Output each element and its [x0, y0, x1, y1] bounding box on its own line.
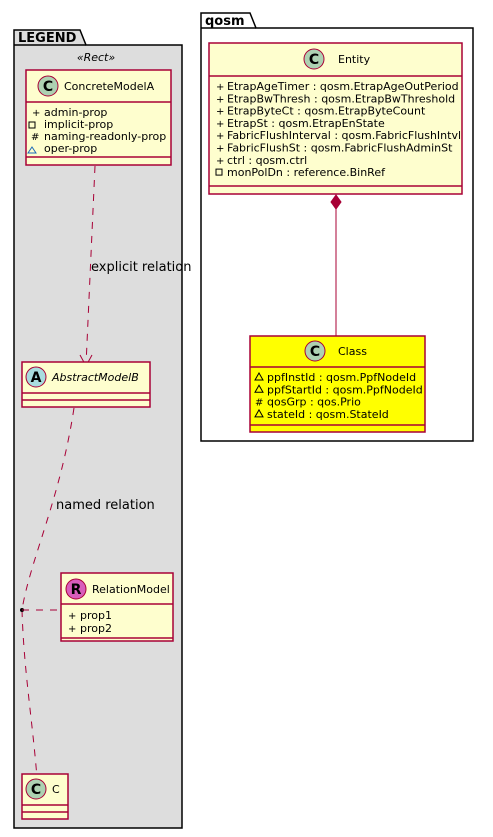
qosm-package-label: qosm — [205, 14, 245, 29]
attribute-row: EtrapByteCt : qosm.EtrapByteCount — [227, 105, 426, 118]
concrete-model-a-class[interactable]: C ConcreteModelA + admin-prop implicit-p… — [25, 69, 172, 166]
composition-edge — [330, 194, 342, 336]
attribute-row: ppfStartId : qosm.PpfNodeId — [267, 383, 423, 396]
class-c-icon — [37, 75, 59, 97]
visibility-icon: + — [216, 156, 224, 167]
attr-visibility: # — [31, 132, 39, 143]
c-class[interactable]: C C — [21, 773, 69, 820]
visibility-icon: + — [216, 107, 224, 118]
private-visibility-icon — [28, 121, 36, 129]
visibility-icon: + — [216, 119, 224, 130]
attr-prop2: prop2 — [80, 622, 112, 635]
visibility-icon: + — [216, 144, 224, 155]
visibility-icon: + — [216, 131, 224, 142]
attribute-row: EtrapBwThresh : qosm.EtrapBwThreshold — [227, 92, 455, 105]
attribute-row: qosGrp : qos.Prio — [267, 396, 361, 409]
attr-oper-prop: oper-prop — [44, 142, 97, 155]
attr-prop1: prop1 — [80, 609, 112, 622]
class-c-icon — [25, 778, 47, 800]
concrete-model-a-icon-letter: C — [43, 79, 53, 95]
explicit-relation-label: explicit relation — [91, 260, 191, 275]
c-class-name: C — [52, 783, 60, 796]
legend-stereotype: «Rect» — [77, 51, 116, 64]
attr-visibility: + — [32, 108, 40, 119]
attribute-row: EtrapAgeTimer : qosm.EtrapAgeOutPeriod — [227, 80, 459, 93]
visibility-icon: + — [216, 82, 224, 93]
attribute-row: ctrl : qosm.ctrl — [227, 154, 307, 167]
visibility-icon: # — [255, 398, 263, 409]
abstract-model-b-class[interactable]: A AbstractModelB — [21, 361, 151, 408]
visibility-icon — [215, 168, 223, 176]
attribute-row: ppfInstId : qosm.PpfNodeId — [267, 371, 416, 384]
relation-model-icon-letter: R — [71, 582, 82, 598]
attribute-row: monPolDn : reference.BinRef — [227, 166, 386, 179]
legend-package-label: LEGEND — [18, 31, 77, 46]
relation-class-icon — [65, 578, 87, 600]
attr-admin-prop: admin-prop — [44, 106, 107, 119]
attribute-row: FabricFlushInterval : qosm.FabricFlushIn… — [227, 129, 461, 142]
attr-implicit-prop: implicit-prop — [44, 118, 113, 131]
c-icon-letter: C — [31, 782, 41, 798]
class-c-icon — [304, 340, 326, 362]
visibility-icon — [254, 384, 264, 393]
attribute-row: stateId : qosm.StateId — [267, 408, 389, 421]
composition-diamond-icon — [330, 194, 342, 210]
entity-name: Entity — [338, 53, 371, 66]
abstract-model-b-name: AbstractModelB — [51, 371, 139, 384]
concrete-model-a-name: ConcreteModelA — [64, 80, 155, 93]
attribute-row: EtrapSt : qosm.EtrapEnState — [227, 117, 385, 130]
entity-icon-letter: C — [309, 52, 319, 68]
abstract-class-icon — [25, 366, 47, 388]
attr-visibility: + — [68, 624, 76, 635]
attr-visibility: + — [68, 611, 76, 622]
class-c-icon — [303, 48, 325, 70]
entity-attribute-list: +EtrapAgeTimer : qosm.EtrapAgeOutPeriod+… — [215, 80, 461, 179]
class-icon-letter: C — [310, 344, 320, 360]
named-relation-label: named relation — [56, 498, 155, 513]
visibility-icon: + — [216, 94, 224, 105]
entity-class[interactable]: C Entity +EtrapAgeTimer : qosm.EtrapAgeO… — [208, 42, 463, 195]
relation-model-class[interactable]: R RelationModel + prop1 + prop2 — [60, 572, 174, 642]
abstract-model-b-icon-letter: A — [31, 370, 42, 386]
visibility-icon — [254, 408, 264, 418]
attr-naming-readonly-prop: naming-readonly-prop — [44, 130, 166, 143]
relation-model-name: RelationModel — [92, 583, 170, 596]
class-name: Class — [338, 345, 367, 358]
visibility-icon — [254, 371, 264, 381]
attribute-row: FabricFlushSt : qosm.FabricFlushAdminSt — [227, 142, 453, 155]
package-visibility-icon — [27, 146, 37, 154]
class-class[interactable]: C Class ppfInstId : qosm.PpfNodeIdppfSta… — [249, 335, 426, 433]
